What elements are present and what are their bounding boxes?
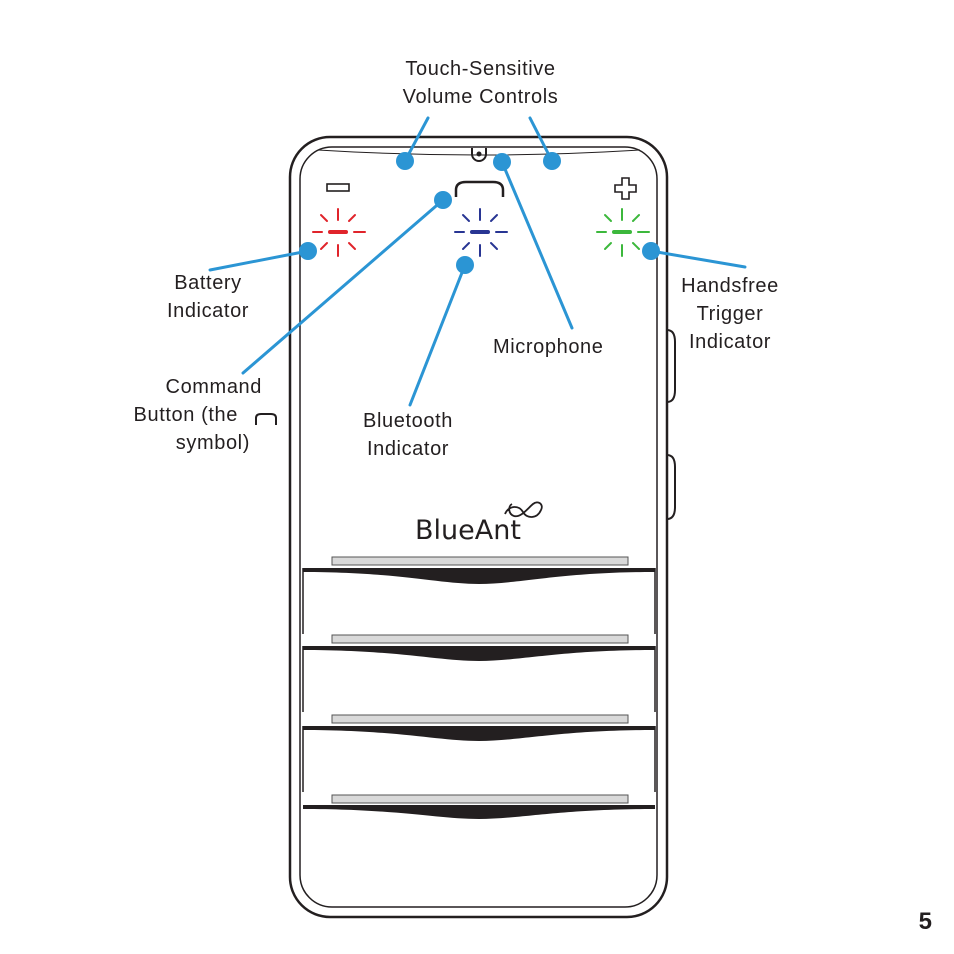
battery-dot xyxy=(299,242,317,260)
speaker-band xyxy=(302,714,656,792)
command-button-label: Command Button (the symbol) xyxy=(133,376,262,454)
speaker-grille xyxy=(302,556,656,819)
speaker-band xyxy=(302,556,656,634)
command-phone-icon xyxy=(255,413,277,425)
command-leader xyxy=(241,198,445,375)
handsfree-leader xyxy=(649,249,747,269)
minus-icon xyxy=(326,183,350,192)
infinity-logo-icon xyxy=(504,501,543,518)
microphone-leader xyxy=(500,160,574,330)
bluetooth-leader xyxy=(408,263,467,407)
bluetooth-dot xyxy=(456,256,474,274)
speaker-band xyxy=(302,634,656,712)
plus-icon xyxy=(614,177,637,200)
handsfree-trigger-label: Handsfree Trigger Indicator xyxy=(681,275,779,353)
device-body xyxy=(288,135,676,919)
page-number: 5 xyxy=(918,908,932,935)
callout-dots xyxy=(299,152,660,274)
volume-minus-dot xyxy=(396,152,414,170)
command-dot xyxy=(434,191,452,209)
microphone-label: Microphone xyxy=(493,336,604,358)
brand-logo: BlueAnt xyxy=(415,501,543,546)
battery-indicator-label: Battery Indicator xyxy=(166,272,250,322)
handsfree-dot xyxy=(642,242,660,260)
battery-leader xyxy=(208,249,310,272)
volume-plus-dot xyxy=(543,152,561,170)
volume-controls-label: Touch-Sensitive Volume Controls xyxy=(402,58,559,108)
microphone-dot xyxy=(493,153,511,171)
handsfree-led-icon xyxy=(596,208,650,257)
brand-name: BlueAnt xyxy=(415,515,521,546)
microphone-hole xyxy=(471,148,487,162)
phone-handset-icon[interactable] xyxy=(454,180,505,197)
battery-led-icon xyxy=(312,208,366,257)
bluetooth-indicator-label: Bluetooth Indicator xyxy=(363,410,453,460)
bluetooth-led-icon xyxy=(454,208,508,257)
speaker-band xyxy=(303,794,655,819)
